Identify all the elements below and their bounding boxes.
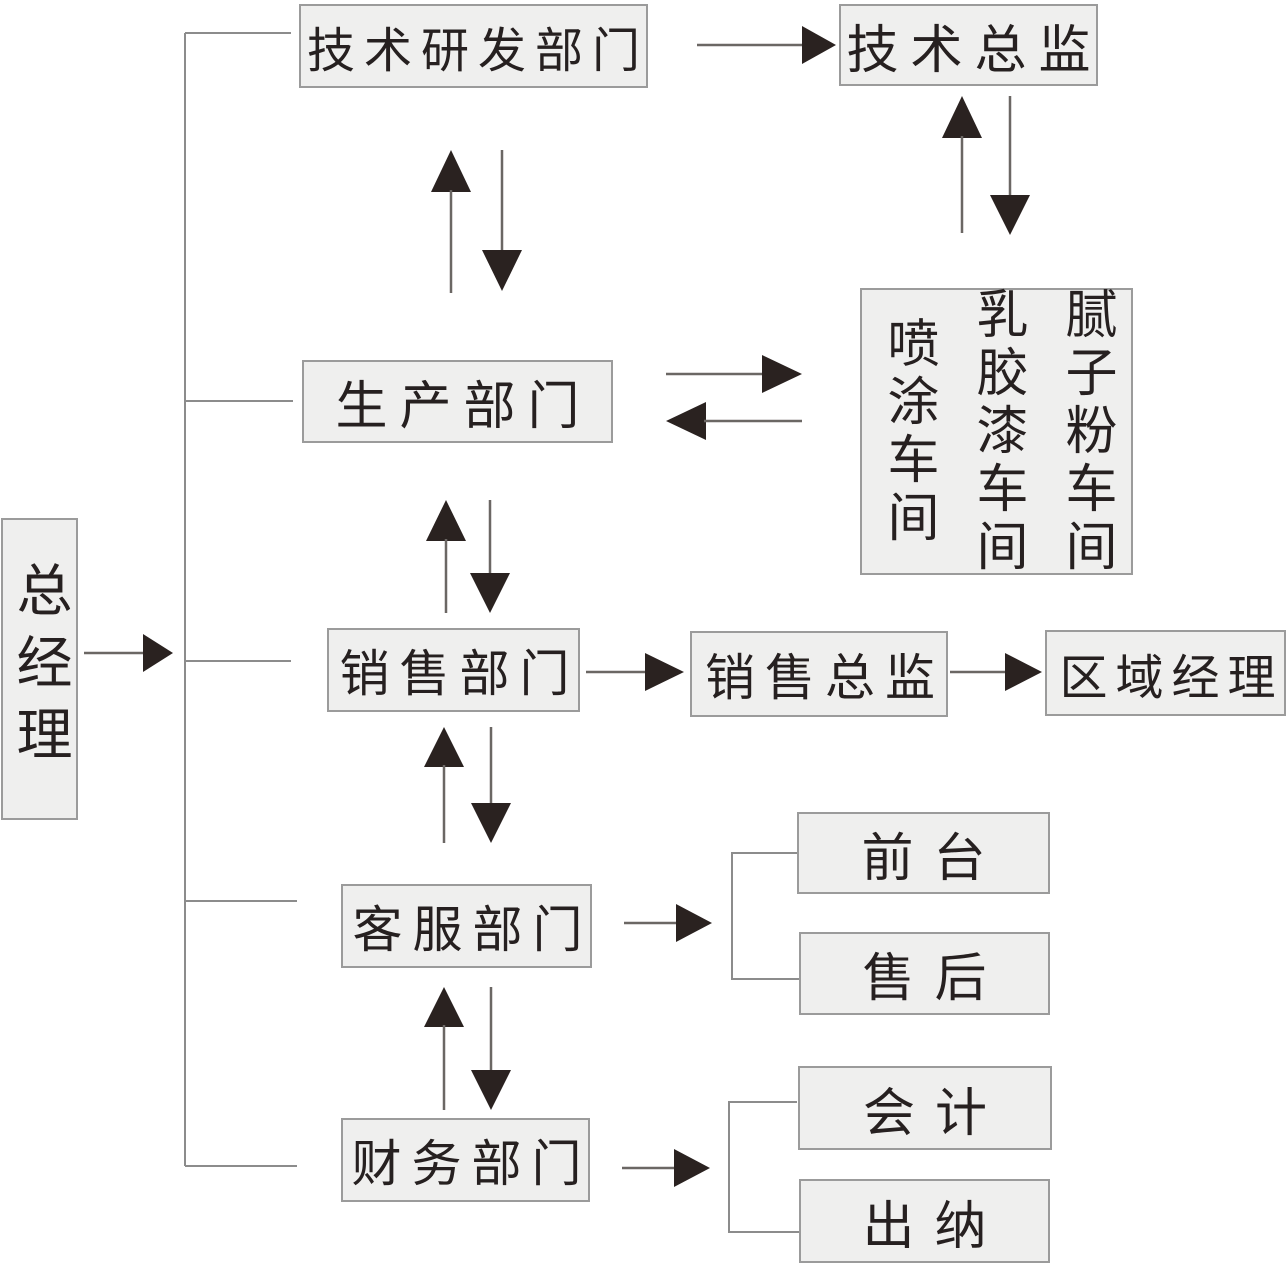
node-finance: 财务部门 xyxy=(341,1118,590,1202)
node-sales: 销售部门 xyxy=(327,628,580,712)
node-workshop-latex-paint-label: 乳胶漆车间 xyxy=(968,286,1025,577)
node-production: 生产部门 xyxy=(302,360,613,443)
arrow-techrd-to-director xyxy=(697,26,836,64)
arrow-pair-customerservice-finance xyxy=(424,987,511,1110)
arrow-pair-techrd-production xyxy=(431,150,522,293)
node-regional-manager: 区域经理 xyxy=(1045,630,1286,716)
node-customer-service-label: 客服部门 xyxy=(352,902,593,958)
node-tech-rd-label: 技术研发部门 xyxy=(307,25,650,78)
arrow-pair-production-workshop xyxy=(666,355,802,440)
arrow-pair-director-workshop xyxy=(942,96,1030,235)
node-tech-rd: 技术研发部门 xyxy=(299,4,648,88)
arrow-pair-production-sales xyxy=(426,500,510,613)
bracket-customer-service xyxy=(731,852,799,980)
bracket-finance xyxy=(728,1101,799,1233)
node-production-label: 生产部门 xyxy=(335,379,592,436)
node-sales-director-label: 销售总监 xyxy=(705,650,945,706)
arrow-finance-to-bracket xyxy=(622,1149,710,1187)
node-cashier-label: 出纳 xyxy=(862,1198,1007,1256)
node-after-sales-label: 售后 xyxy=(862,951,1007,1008)
node-regional-manager-label: 区域经理 xyxy=(1059,652,1284,705)
node-general-manager: 总经理 xyxy=(1,518,78,820)
spine-line xyxy=(184,32,297,1167)
node-sales-label: 销售部门 xyxy=(339,646,580,702)
arrow-pair-sales-customerservice xyxy=(424,727,511,843)
arrow-director-to-regional xyxy=(950,653,1042,691)
node-accounting: 会计 xyxy=(798,1066,1052,1150)
node-front-desk: 前台 xyxy=(797,812,1050,894)
node-cashier: 出纳 xyxy=(799,1179,1050,1263)
arrow-customerservice-to-bracket xyxy=(624,904,712,942)
node-tech-director-label: 技术总监 xyxy=(846,22,1103,80)
node-finance-label: 财务部门 xyxy=(351,1136,592,1192)
node-accounting-label: 会计 xyxy=(862,1085,1007,1143)
node-general-manager-label: 总经理 xyxy=(8,561,70,777)
arrow-gm-to-spine xyxy=(84,634,173,672)
node-sales-director: 销售总监 xyxy=(690,631,948,717)
node-front-desk-label: 前台 xyxy=(861,830,1006,888)
node-workshop-putty-powder-label: 腻子粉车间 xyxy=(1057,286,1114,577)
node-tech-director: 技术总监 xyxy=(839,4,1098,86)
node-workshop-spray-label: 喷涂车间 xyxy=(879,315,936,548)
node-workshops: 喷涂车间 乳胶漆车间 腻子粉车间 xyxy=(860,286,1133,577)
node-after-sales: 售后 xyxy=(799,932,1050,1015)
arrow-sales-to-director xyxy=(586,653,684,691)
node-customer-service: 客服部门 xyxy=(341,884,592,968)
